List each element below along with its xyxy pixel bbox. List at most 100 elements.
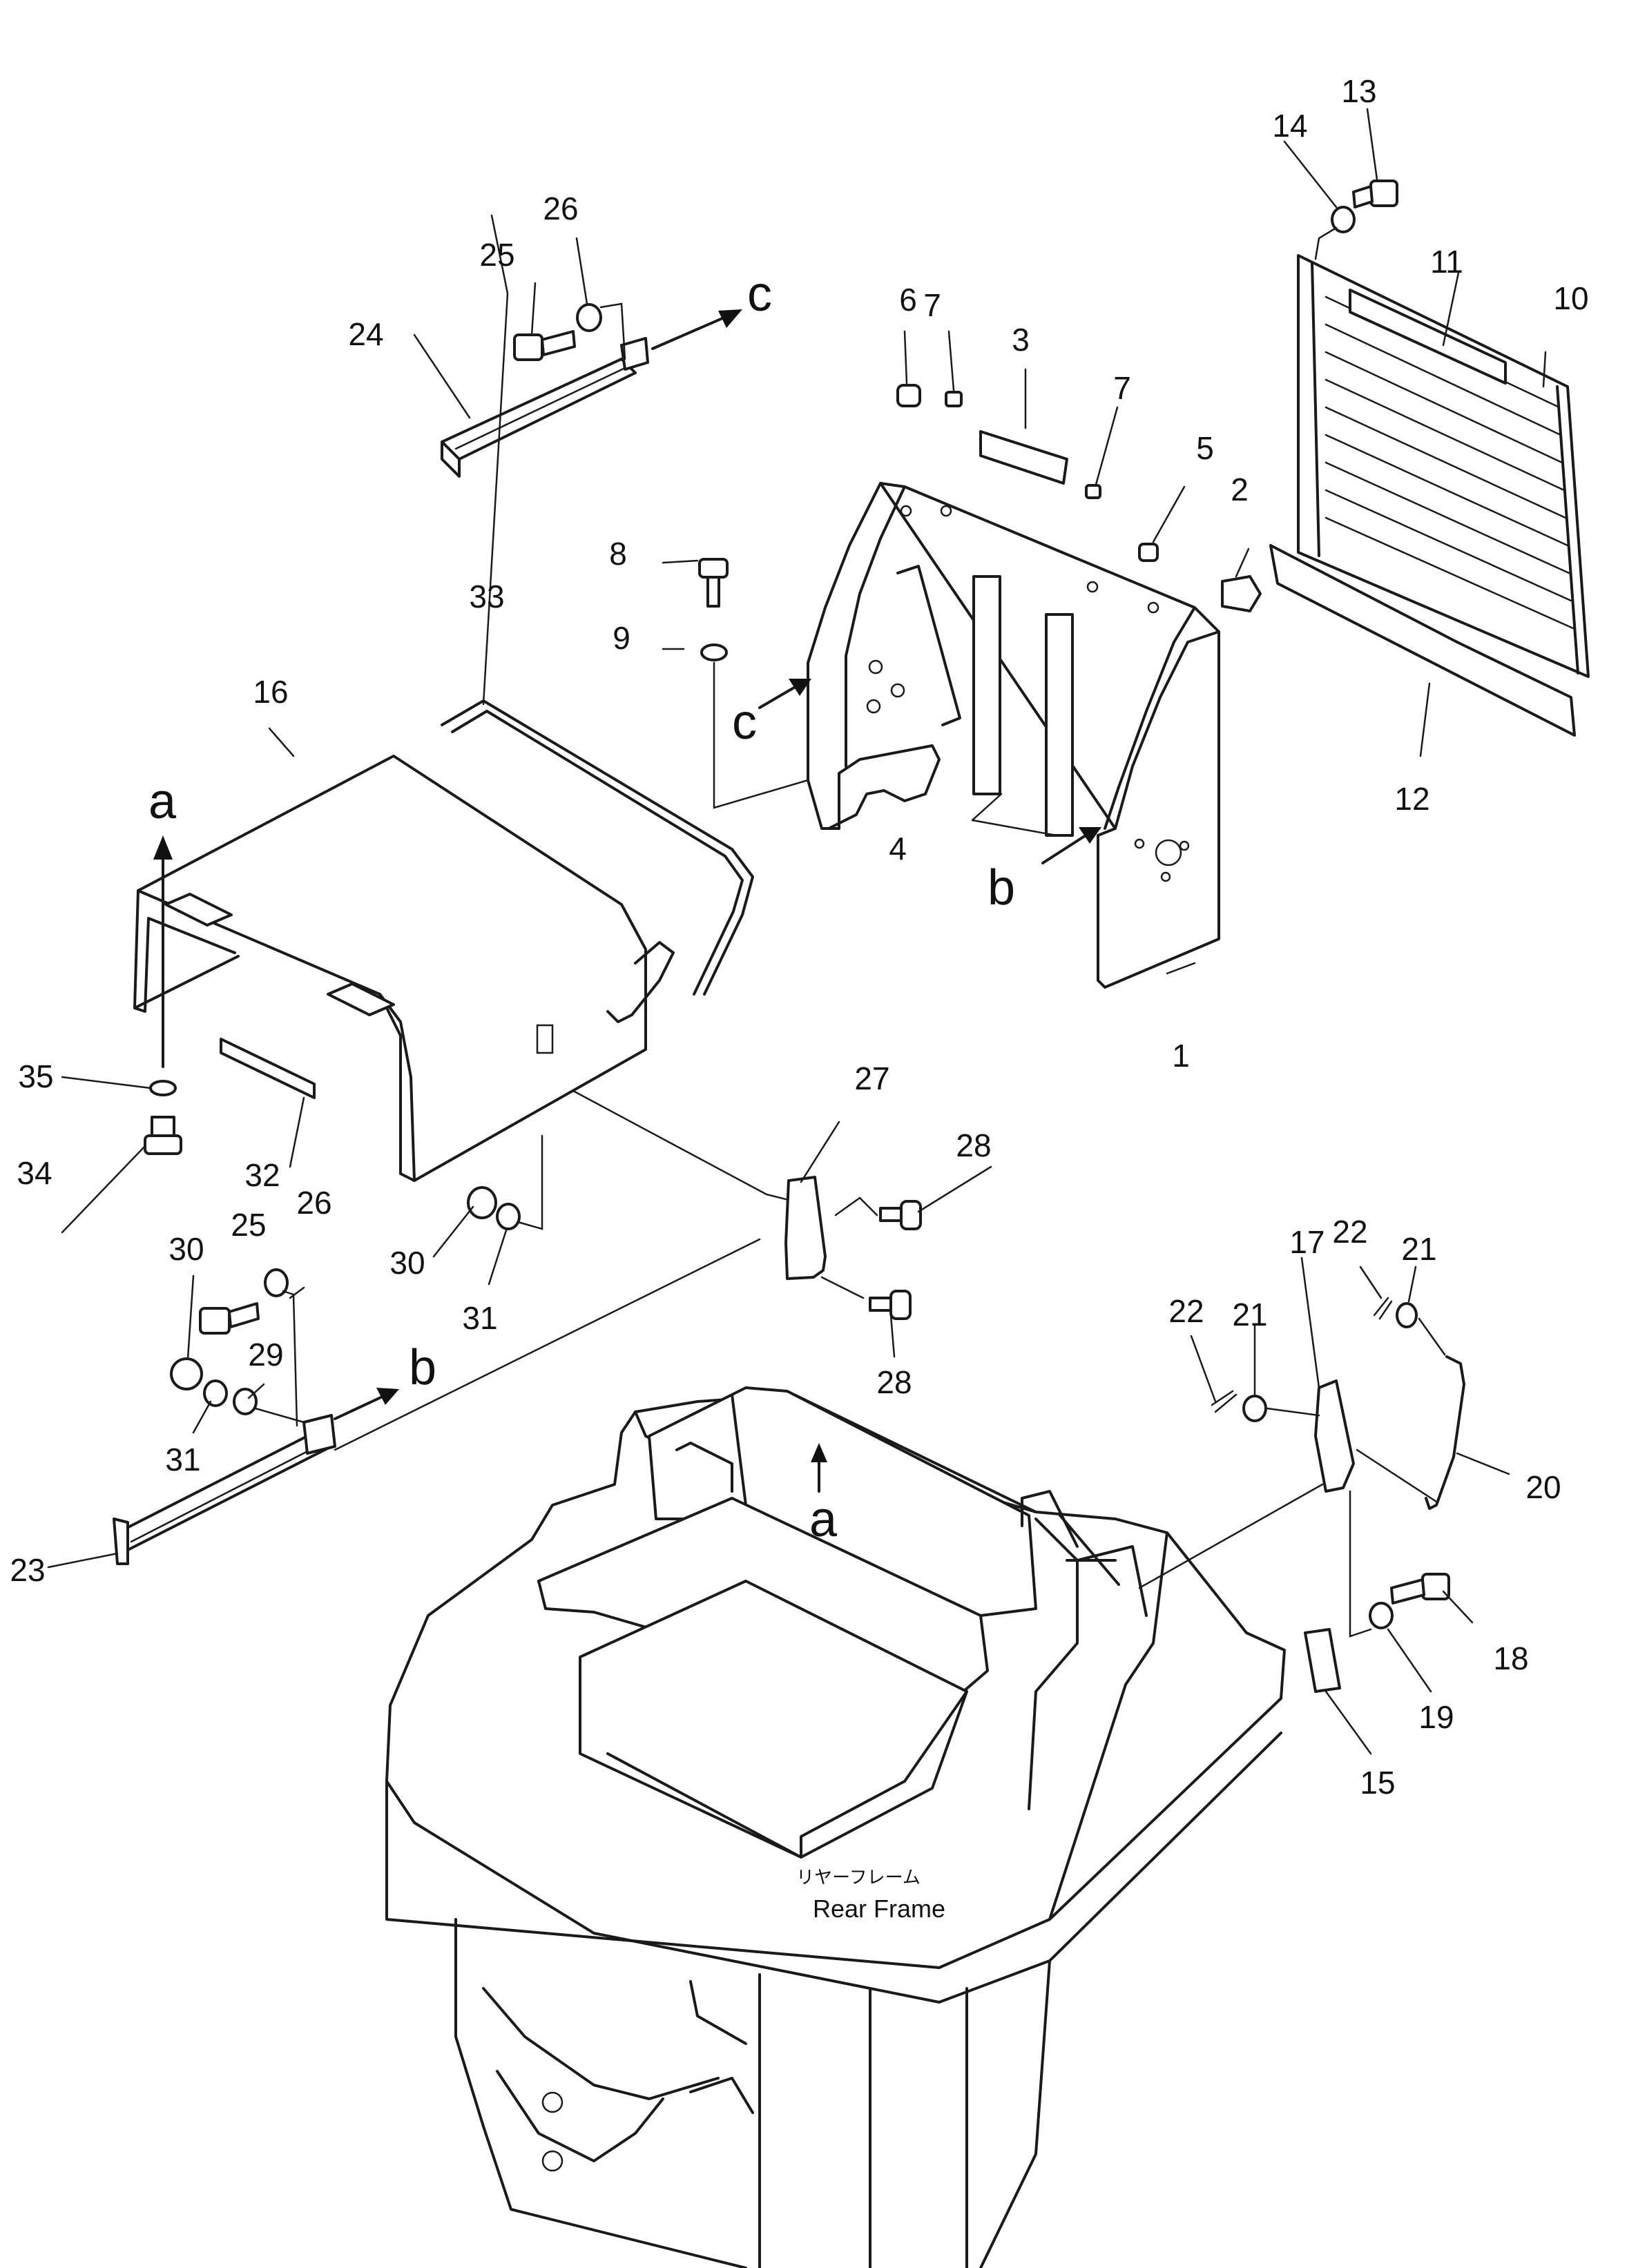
leader-lines [47,108,1547,1755]
bolt-28-upper [879,1200,922,1230]
label-part-4: 4 [889,831,907,866]
label-part-8: 8 [609,536,627,572]
label-part-31b: 31 [462,1300,497,1336]
back-panel-1 [807,482,1220,989]
label-part-12: 12 [1394,781,1429,817]
label-part-22a: 22 [1332,1214,1367,1250]
nut-30-mid [467,1186,497,1219]
caption-rear-frame: Rear Frame [813,1894,945,1923]
label-part-7b: 7 [1113,370,1131,406]
label-part-17: 17 [1289,1224,1325,1260]
label-part-33: 33 [469,579,504,614]
washer-26-bottom [264,1268,289,1297]
letter-c-top: c [747,266,772,322]
label-part-13: 13 [1341,73,1376,109]
label-part-15: 15 [1360,1765,1395,1801]
bracket-23 [113,1414,336,1565]
letter-a-bottom: a [809,1492,838,1547]
plug-7b [1085,484,1101,499]
bolt-25-bottom [199,1302,260,1335]
arrow-b-bottom [334,1393,388,1420]
label-part-31a: 31 [165,1442,200,1477]
rear-frame [385,1386,1286,2268]
bolt-34 [144,1116,182,1155]
arrow-c-side [758,682,802,709]
seal-33 [441,699,754,996]
bolt-28-lower [869,1290,912,1320]
label-part-28a: 28 [956,1127,991,1163]
washer-35 [149,1080,177,1096]
label-part-20: 20 [1525,1469,1561,1505]
washer-26-top [576,303,602,332]
rod-20 [1425,1355,1465,1510]
label-part-24: 24 [348,316,383,352]
label-part-29: 29 [248,1337,283,1373]
bracket-24 [441,337,649,478]
label-part-9: 9 [613,620,630,656]
block-2 [1221,575,1262,612]
label-part-5: 5 [1196,430,1214,466]
label-part-26b: 26 [296,1185,331,1221]
washer-9 [700,643,728,661]
bolt-8 [698,558,729,608]
block-15 [1304,1628,1341,1693]
label-part-32: 32 [244,1157,280,1193]
letter-b-bottom: b [409,1340,436,1395]
label-part-1: 1 [1172,1038,1190,1074]
strip-32 [220,1038,316,1099]
label-part-10: 10 [1553,280,1588,316]
label-part-23: 23 [10,1552,45,1588]
label-part-2: 2 [1231,472,1249,507]
caption-japanese: リヤーフレーム [796,1868,921,1888]
cap-5 [1138,543,1159,562]
washer-21a [1242,1395,1267,1422]
washer-14 [1331,206,1356,233]
label-part-11: 11 [1430,244,1463,280]
label-part-7a: 7 [923,287,941,323]
block-3 [979,430,1068,485]
label-part-18: 18 [1493,1640,1528,1676]
label-part-16: 16 [253,674,288,710]
label-part-30a: 30 [168,1231,204,1267]
label-part-34: 34 [17,1155,52,1191]
hinge-17 [1314,1379,1355,1493]
label-part-19: 19 [1418,1699,1454,1735]
washer-29 [233,1388,258,1415]
label-part-30b: 30 [389,1245,425,1281]
washer-19 [1369,1602,1394,1629]
spacer-4b [1045,613,1074,837]
pin-22b [1373,1297,1393,1320]
label-part-14: 14 [1272,108,1307,144]
arrow-c-top [651,313,733,350]
label-part-28b: 28 [876,1364,912,1400]
bar-11 [1349,289,1507,385]
pin-22a [1211,1390,1237,1413]
label-part-25b: 25 [231,1207,266,1243]
label-part-27: 27 [854,1060,889,1096]
label-part-6: 6 [899,282,917,318]
bolt-18 [1390,1573,1450,1605]
latch-27 [784,1176,827,1280]
cap-6 [896,384,921,407]
washer-21b [1396,1302,1418,1328]
label-part-3: 3 [1012,322,1030,358]
label-part-35: 35 [18,1058,53,1094]
washer-31-mid [496,1203,521,1230]
label-part-22b: 22 [1168,1293,1204,1329]
letter-b-side: b [988,860,1015,915]
washer-31-bottom [203,1379,228,1407]
label-part-26a: 26 [543,191,578,226]
label-part-21b: 21 [1232,1297,1267,1332]
grille-10 [1297,254,1590,678]
cover-16 [133,755,675,1182]
letter-c-side: c [732,695,757,750]
spacer-4a [972,575,1001,795]
view-letters: c c a b b a [148,266,1015,1547]
plate-12 [1269,544,1576,737]
part-labels: 1 2 3 4 5 6 7 7 8 9 10 11 12 13 14 15 16… [10,73,1588,1801]
bolt-13 [1352,180,1398,209]
label-part-25a: 25 [479,237,514,273]
letter-a-top: a [148,774,177,829]
label-part-21a: 21 [1401,1231,1436,1267]
